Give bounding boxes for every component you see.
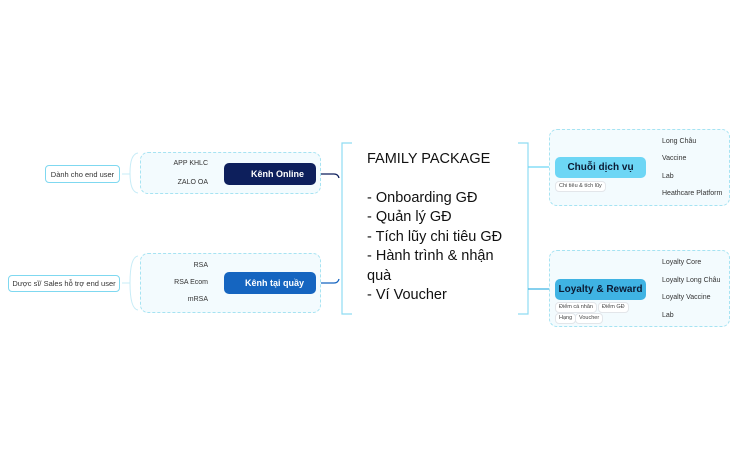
leaf-app-khlc: APP KHLC: [173, 160, 209, 167]
tag-voucher: Voucher: [575, 313, 604, 324]
audience-label-online: Dành cho end user: [45, 165, 120, 183]
leaf-zalo-oa: ZALO OA: [177, 179, 208, 186]
leaf-loyalty-lab: Lab: [662, 312, 674, 319]
node-online-channel[interactable]: Kênh Online: [224, 163, 316, 185]
node-counter-channel[interactable]: Kênh tại quầy: [224, 272, 316, 294]
central-topic-line: - Quản lý GĐ: [367, 209, 452, 225]
central-topic-family-package[interactable]: FAMILY PACKAGE - Onboarding GĐ - Quản lý…: [367, 150, 502, 306]
tag-tier: Hạng: [555, 313, 577, 324]
leaf-loyalty-long-chau: Loyalty Long Châu: [662, 277, 721, 284]
leaf-vaccine: Vaccine: [662, 155, 687, 162]
central-topic-line: - Tích lũy chi tiêu GĐ: [367, 228, 503, 245]
leaf-mrsa: mRSA: [187, 296, 208, 303]
central-topic-line: - Hành trình & nhận: [367, 248, 494, 264]
audience-label-counter: Dược sĩ/ Sales hỗ trợ end user: [8, 275, 120, 292]
tag-personal-points: Điểm cá nhân: [555, 302, 597, 313]
central-topic-line: - Onboarding GĐ: [367, 189, 478, 206]
node-loyalty-reward[interactable]: Loyalty & Reward: [555, 279, 646, 300]
leaf-healthcare-platform: Heathcare Platform: [662, 190, 723, 197]
central-topic-title: FAMILY PACKAGE: [367, 151, 491, 167]
central-topic-line: quà: [367, 267, 392, 284]
leaf-rsa-ecom: RSA Ecom: [174, 279, 208, 286]
tag-family-points: Điểm GĐ: [598, 302, 629, 313]
leaf-rsa: RSA: [193, 262, 208, 269]
leaf-lab: Lab: [662, 173, 674, 180]
leaf-loyalty-vaccine: Loyalty Vaccine: [662, 294, 711, 301]
tag-spending-accumulation: Chi tiêu & tích lũy: [555, 181, 606, 192]
leaf-loyalty-core: Loyalty Core: [662, 259, 702, 266]
central-topic-line: - Ví Voucher: [367, 287, 447, 303]
leaf-long-chau: Long Châu: [662, 138, 697, 145]
node-service-chain[interactable]: Chuỗi dịch vụ: [555, 157, 646, 178]
